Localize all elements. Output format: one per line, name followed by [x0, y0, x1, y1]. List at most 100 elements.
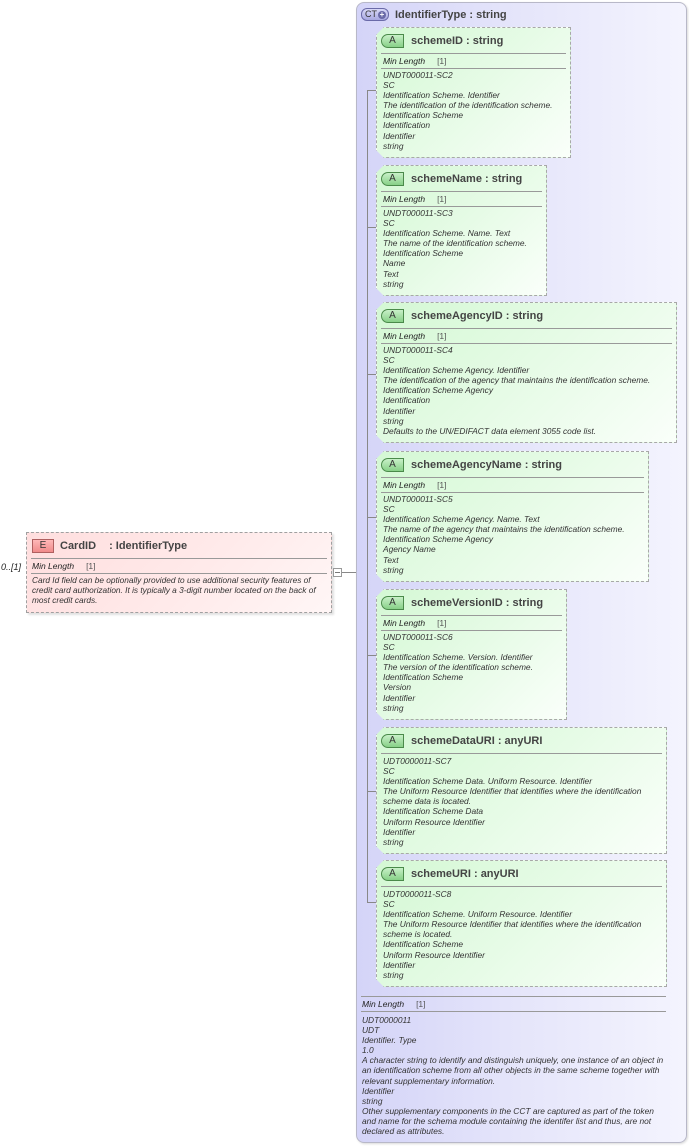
attribute-header: A schemeURI : anyURI [381, 866, 519, 881]
attribute-documentation: UDT0000011-SC7 SC Identification Scheme … [383, 756, 662, 847]
doc-line: The name of the identification scheme. [383, 238, 527, 249]
doc-line: Identification Scheme [383, 110, 464, 121]
doc-line: UNDT000011-SC5 [383, 494, 453, 504]
element-header: E CardID : IdentifierType [32, 538, 187, 554]
doc-line: Other supplementary components in the CC… [362, 1105, 654, 1137]
doc-line: Identification Scheme [383, 939, 464, 950]
doc-line: SC [383, 642, 395, 653]
facet-label: Min Length [383, 618, 426, 628]
attribute-badge-icon: A [381, 867, 404, 881]
doc-line: Text [383, 268, 399, 279]
attribute-header: A schemeAgencyID : string [381, 308, 543, 323]
attribute-badge-icon: A [381, 734, 404, 748]
element-facet: Min Length[1] [32, 561, 96, 571]
facet-label: Min Length [383, 331, 426, 341]
facet-label: Min Length [383, 480, 426, 490]
doc-line: Name [383, 258, 406, 269]
doc-line: The Uniform Resource Identifier that ide… [383, 919, 642, 940]
plus-icon[interactable]: + [378, 10, 386, 19]
attribute-title: schemeURI : anyURI [411, 867, 519, 880]
attribute-box-schemeid[interactable]: A schemeID : string Min Length[1] UNDT00… [376, 27, 571, 158]
doc-line: The identification of the agency that ma… [383, 375, 651, 386]
attribute-documentation: UNDT000011-SC4 SC Identification Scheme … [383, 345, 672, 436]
doc-line: Identification Scheme Data [383, 806, 484, 817]
doc-line: string [383, 564, 404, 575]
doc-line: string [362, 1095, 383, 1106]
doc-line: SC [383, 899, 395, 910]
complex-type-header: CT + IdentifierType : string [361, 7, 507, 22]
facet-value: [1] [437, 480, 447, 490]
doc-line: 1.0 [362, 1045, 374, 1056]
attribute-box-schemeuri[interactable]: A schemeURI : anyURI UDT0000011-SC8 SC I… [376, 860, 667, 987]
attribute-documentation: UDT0000011-SC8 SC Identification Scheme.… [383, 889, 662, 980]
doc-line: Identifier [383, 826, 416, 837]
attribute-box-schemeagencyname[interactable]: A schemeAgencyName : string Min Length[1… [376, 451, 649, 582]
doc-line: Identifier [383, 405, 416, 416]
attribute-box-schemeversionid[interactable]: A schemeVersionID : string Min Length[1]… [376, 589, 567, 720]
attribute-title: schemeName : string [411, 172, 523, 185]
doc-line: Identification Scheme. Uniform Resource.… [383, 909, 572, 920]
divider [361, 1011, 666, 1012]
attribute-badge-icon: A [381, 309, 404, 323]
attribute-documentation: UNDT000011-SC6 SC Identification Scheme.… [383, 632, 562, 713]
attribute-box-schemename[interactable]: A schemeName : string Min Length[1] UNDT… [376, 165, 547, 296]
element-documentation: Card Id field can be optionally provided… [32, 575, 316, 605]
attribute-header: A schemeDataURI : anyURI [381, 733, 542, 748]
element-badge-icon: E [32, 539, 54, 553]
attribute-facet: Min Length [1] [383, 618, 447, 628]
doc-line: string [383, 836, 404, 847]
attribute-header: A schemeID : string [381, 33, 503, 48]
doc-line: Version [383, 682, 412, 693]
facet-value: [1] [416, 999, 426, 1009]
divider [381, 191, 542, 192]
doc-line: Identification Scheme Agency. Name. Text [383, 514, 540, 525]
complex-type-facet: Min Length[1] [362, 999, 426, 1009]
doc-line: SC [383, 218, 395, 229]
doc-line: UDT [362, 1025, 380, 1036]
doc-line: string [383, 140, 404, 151]
attribute-box-schemedatauri[interactable]: A schemeDataURI : anyURI UDT0000011-SC7 … [376, 727, 667, 854]
attribute-title: schemeDataURI : anyURI [411, 734, 543, 747]
element-cardid-box[interactable]: E CardID : IdentifierType Min Length[1] … [26, 532, 332, 613]
doc-line: The version of the identification scheme… [383, 662, 533, 673]
doc-line: Text [383, 554, 399, 565]
attribute-box-schemeagencyid[interactable]: A schemeAgencyID : string Min Length[1] … [376, 302, 677, 443]
doc-line: Identification Scheme Agency [383, 534, 494, 545]
doc-line: Identification Scheme. Version. Identifi… [383, 652, 533, 663]
divider [381, 477, 644, 478]
doc-line: Identification Scheme [383, 248, 464, 259]
doc-line: Uniform Resource Identifier [383, 949, 485, 960]
doc-line: SC [383, 766, 395, 777]
doc-line: Identification Scheme Agency [383, 385, 494, 396]
connector-line [367, 517, 377, 518]
divider [381, 343, 672, 344]
attribute-title: schemeAgencyName : string [411, 458, 562, 471]
doc-line: Identifier [383, 692, 416, 703]
doc-line: Identification Scheme [383, 672, 464, 683]
divider [381, 68, 566, 69]
divider [381, 53, 566, 54]
attribute-documentation: UNDT000011-SC5 SC Identification Scheme … [383, 494, 644, 575]
collapse-toggle-icon[interactable] [333, 568, 342, 577]
doc-line: string [383, 702, 404, 713]
doc-line: Identification Scheme Data. Uniform Reso… [383, 776, 593, 787]
doc-line: Identifier. Type [362, 1035, 417, 1046]
doc-line: Identification Scheme. Name. Text [383, 228, 511, 239]
connector-line [342, 572, 367, 573]
attribute-header: A schemeName : string [381, 171, 522, 186]
connector-line [367, 791, 377, 792]
doc-line: UNDT000011-SC2 [383, 70, 453, 80]
doc-line: The identification of the identification… [383, 100, 553, 111]
connector-line [367, 90, 368, 903]
facet-value: [1] [437, 618, 447, 628]
doc-line: SC [383, 504, 395, 515]
attribute-documentation: UNDT000011-SC3 SC Identification Scheme.… [383, 208, 542, 289]
facet-label: Min Length [32, 561, 75, 571]
doc-line: Defaults to the UN/EDIFACT data element … [383, 425, 597, 436]
attribute-title: schemeAgencyID : string [411, 309, 544, 322]
doc-line: UNDT000011-SC6 [383, 632, 453, 642]
attribute-facet: Min Length[1] [383, 194, 447, 204]
doc-line: string [383, 969, 404, 980]
divider [31, 573, 327, 574]
attribute-title: schemeID : string [411, 34, 504, 47]
